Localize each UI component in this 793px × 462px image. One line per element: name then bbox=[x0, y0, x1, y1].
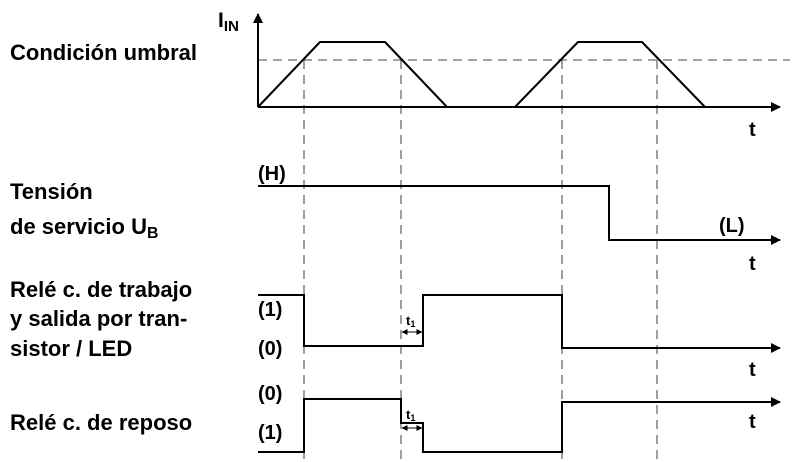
current-axis-title: IIN bbox=[218, 9, 239, 34]
current-time-label: t bbox=[749, 119, 756, 141]
work-relay-time-label: t bbox=[749, 359, 756, 381]
voltage-row-label-line1: Tensión bbox=[10, 179, 93, 204]
work-relay-waveform bbox=[258, 294, 770, 349]
current-axis-title-subscript: IN bbox=[223, 18, 239, 36]
work-relay-delay-label: t1 bbox=[406, 313, 416, 329]
rest-relay-label: Relé c. de reposo bbox=[10, 410, 193, 435]
work-relay-label-line1: Relé c. de trabajo bbox=[10, 277, 193, 302]
rest-relay-state-top: (0) bbox=[258, 383, 283, 405]
rest-relay-delay-label: t1 bbox=[406, 407, 416, 423]
voltage-state-high: (H) bbox=[258, 163, 286, 185]
rest-relay-waveform bbox=[258, 398, 770, 453]
rest-relay-delay-main: t bbox=[406, 407, 411, 422]
voltage-row-label-subscript: B bbox=[146, 225, 159, 243]
work-relay-state-bottom: (0) bbox=[258, 338, 283, 360]
voltage-waveform bbox=[258, 185, 770, 241]
threshold-row-label: Condición umbral bbox=[10, 40, 197, 65]
voltage-time-label: t bbox=[749, 253, 756, 275]
current-axis-title-main: I bbox=[218, 9, 224, 32]
work-relay-label-line3: sistor / LED bbox=[10, 336, 133, 361]
work-relay-delay-main: t bbox=[406, 313, 411, 328]
current-axis bbox=[253, 13, 781, 112]
work-relay-delay-subscript: 1 bbox=[410, 318, 416, 329]
dashed-guides bbox=[303, 60, 658, 462]
voltage-row-label-main: de servicio U bbox=[10, 214, 147, 239]
work-relay-label-line2: y salida por tran- bbox=[10, 306, 188, 331]
rest-relay-state-bottom: (1) bbox=[258, 422, 283, 444]
rest-relay-delay-subscript: 1 bbox=[410, 412, 416, 423]
rest-relay-time-label: t bbox=[749, 411, 756, 433]
voltage-row-label-line2: de servicio UB bbox=[10, 214, 158, 242]
voltage-state-low: (L) bbox=[719, 215, 745, 237]
work-relay-state-top: (1) bbox=[258, 299, 283, 321]
current-waveform bbox=[257, 41, 706, 108]
